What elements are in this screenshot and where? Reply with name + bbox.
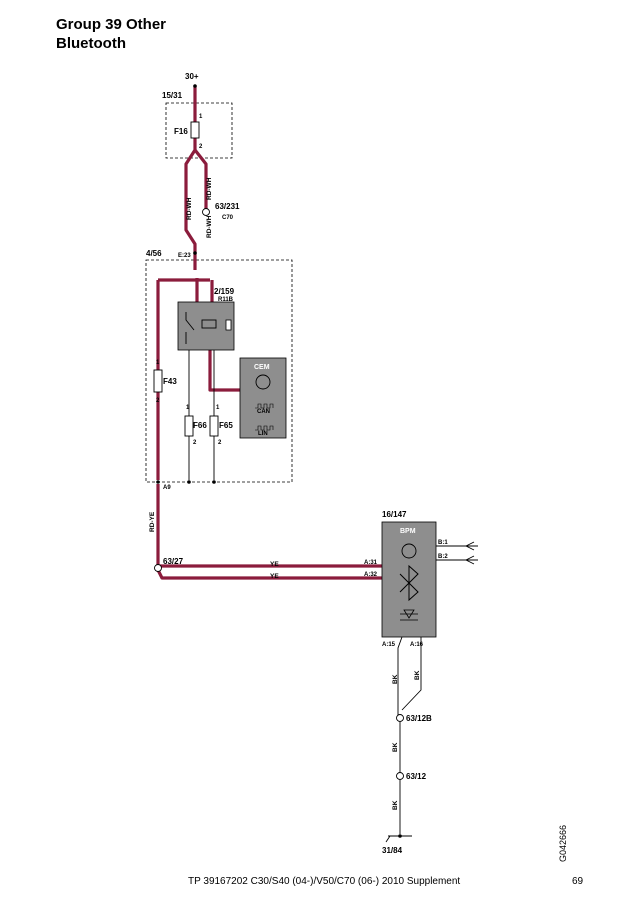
document-code: G042666 xyxy=(558,824,568,862)
label-b1: B:1 xyxy=(438,540,448,546)
wire-label-bk-4: BK xyxy=(392,800,399,810)
label-splice-63-12b: 63/12B xyxy=(406,714,432,723)
label-splice-63-12: 63/12 xyxy=(406,772,427,781)
can-pulse-icon xyxy=(255,403,274,409)
label-cem: CEM xyxy=(254,364,270,371)
label-c70: C70 xyxy=(222,215,234,221)
splices xyxy=(154,208,404,780)
wire-label-bk-2: BK xyxy=(414,670,421,680)
label-bpm: BPM xyxy=(400,528,416,535)
label-splice-63-231: 63/231 xyxy=(215,202,240,211)
f43-pin2: 2 xyxy=(156,398,160,404)
wire-label-ye-1: YE xyxy=(270,561,279,568)
f16-pin1: 1 xyxy=(199,114,203,120)
wire-label-rdwh-3: RD-WH xyxy=(206,215,213,238)
label-fusebox: 15/31 xyxy=(162,91,183,100)
cem-module xyxy=(239,357,287,439)
wire-label-bk-1: BK xyxy=(392,674,399,684)
antenna-b2 xyxy=(436,555,478,565)
group-title: Group 39 Other xyxy=(56,16,167,33)
thin-wires xyxy=(188,350,478,843)
wire-label-rdye: RD-YE xyxy=(149,511,156,532)
wire-label-rdwh-2: RD-WH xyxy=(206,177,213,200)
label-a9: A9 xyxy=(163,485,171,491)
relay-contact xyxy=(185,312,195,344)
wire-bk-a15 xyxy=(397,636,403,718)
label-ground: 31/84 xyxy=(382,846,403,855)
relay-r11b xyxy=(177,301,235,351)
fuse-f43 xyxy=(153,369,163,393)
label-splice-63-27: 63/27 xyxy=(163,557,184,566)
cem-box-outline xyxy=(145,259,293,483)
splice-63-231 xyxy=(202,208,210,216)
label-cem-box: 4/56 xyxy=(146,249,162,258)
label-f16: F16 xyxy=(174,127,188,136)
relay-coil xyxy=(201,319,217,329)
wire-ye-lower xyxy=(156,569,382,580)
label-a32: A:32 xyxy=(364,572,378,578)
bpm-transistor-icon xyxy=(401,543,417,559)
splice-63-27 xyxy=(154,564,162,572)
fusebox-outline xyxy=(165,102,233,159)
label-bpm-ref: 16/147 xyxy=(382,510,407,519)
fuse-f16 xyxy=(190,121,200,139)
label-b2: B:2 xyxy=(438,554,448,560)
f43-pin1: 1 xyxy=(156,360,160,366)
label-a16: A:16 xyxy=(410,642,424,648)
fuse-f66 xyxy=(184,415,194,437)
label-f65: F65 xyxy=(219,421,233,430)
diode-icon xyxy=(400,609,418,621)
label-e23: E:23 xyxy=(178,253,191,259)
system-title: Bluetooth xyxy=(56,35,126,52)
label-f43: F43 xyxy=(163,377,177,386)
wire-label-bk-3: BK xyxy=(392,742,399,752)
page-number: 69 xyxy=(572,876,584,887)
f65-pin1: 1 xyxy=(216,405,220,411)
label-supply: 30+ xyxy=(185,72,199,81)
label-lin: LIN xyxy=(258,431,268,437)
wire-label-rdwh-1: RD-WH xyxy=(186,197,193,220)
antenna-b1 xyxy=(436,541,478,551)
footer-text: TP 39167202 C30/S40 (04-)/V50/C70 (06-) … xyxy=(188,876,461,887)
label-relay-name: R11B xyxy=(218,297,234,303)
label-a15: A:15 xyxy=(382,642,396,648)
bluetooth-icon xyxy=(399,564,419,602)
label-can: CAN xyxy=(257,409,270,415)
wire-label-ye-2: YE xyxy=(270,573,279,580)
label-relay-ref: 2/159 xyxy=(214,287,235,296)
wire-cem-feed xyxy=(208,340,240,392)
f65-pin2: 2 xyxy=(218,440,222,446)
wire-bk-a16 xyxy=(401,637,422,711)
transistor-icon xyxy=(255,374,271,390)
f16-pin2: 2 xyxy=(199,144,203,150)
lin-pulse-icon xyxy=(255,425,274,431)
connector-dots xyxy=(156,84,402,838)
label-f66: F66 xyxy=(193,421,207,430)
f66-pin1: 1 xyxy=(186,405,190,411)
wire-c70-branch xyxy=(193,149,208,210)
relay-resistor xyxy=(225,319,232,331)
splice-63-12b xyxy=(396,714,404,722)
fuse-f65 xyxy=(209,415,219,437)
f66-pin2: 2 xyxy=(193,440,197,446)
splice-63-12 xyxy=(396,772,404,780)
wire-f16-to-e23 xyxy=(184,138,197,270)
label-a31: A:31 xyxy=(364,560,378,566)
